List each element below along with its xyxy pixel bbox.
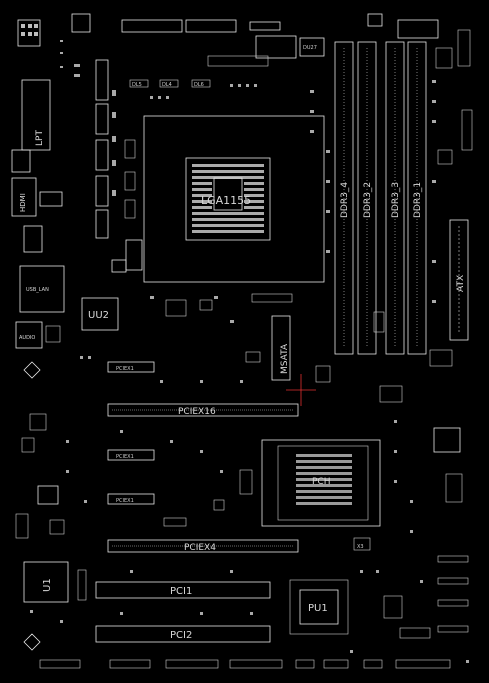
- top-edge-components: DU27 DL5 DL4 DL6: [17, 13, 439, 88]
- ddr3-3-label: DDR3_3: [391, 182, 401, 218]
- cpu-socket-label: LGA1155: [201, 194, 251, 207]
- pciex4-slot[interactable]: PCIEX4: [107, 539, 299, 553]
- ddr3-slot-2[interactable]: DDR3_2: [357, 41, 377, 355]
- uu2-label: UU2: [88, 310, 109, 321]
- pciex4-label: PCIEX4: [184, 543, 216, 553]
- msata-label: MSATA: [280, 343, 290, 374]
- usb-lan-label: USB_LAN: [26, 287, 49, 293]
- pciex16-label: PCIEX16: [178, 407, 216, 417]
- svg-text:DL6: DL6: [194, 82, 204, 88]
- vrm-components: [95, 59, 143, 273]
- pciex1-top-label: PCIEX1: [116, 366, 134, 372]
- smd-pads: [30, 40, 469, 663]
- pci1-slot[interactable]: PCI1: [95, 581, 271, 599]
- lpt-label: LPT: [35, 130, 45, 146]
- svg-text:DL5: DL5: [132, 82, 142, 88]
- svg-text:DL4: DL4: [162, 82, 172, 88]
- cpu-socket[interactable]: LGA1155: [143, 115, 325, 283]
- pu1-label: PU1: [308, 603, 328, 614]
- ddr3-slot-3[interactable]: DDR3_3: [385, 41, 405, 355]
- ddr3-1-label: DDR3_1: [413, 182, 423, 218]
- pci2-slot[interactable]: PCI2: [95, 625, 271, 643]
- atx-label: ATX: [456, 275, 466, 292]
- uu2-chip[interactable]: UU2: [81, 297, 119, 331]
- rear-io-connectors: LPT HDMI USB_LAN AUDIO: [11, 79, 65, 349]
- pciex16-slot[interactable]: PCIEX16: [107, 403, 299, 417]
- x3-label: X3: [357, 544, 364, 550]
- audio-label: AUDIO: [19, 335, 35, 341]
- right-edge-components: [429, 29, 473, 633]
- ddr3-4-label: DDR3_4: [340, 182, 350, 218]
- pch-chip[interactable]: PCH X3: [261, 439, 381, 551]
- pciex1-bottom-label: PCIEX1: [116, 498, 134, 504]
- ddr3-2-label: DDR3_2: [363, 182, 373, 218]
- u1-label: U1: [42, 578, 53, 592]
- crosshair-cursor-icon: [286, 374, 316, 406]
- pciex1-middle-label: PCIEX1: [116, 454, 134, 460]
- pu1-chip[interactable]: PU1: [289, 579, 349, 635]
- msata-slot[interactable]: MSATA: [245, 315, 331, 383]
- hdmi-label: HDMI: [19, 193, 27, 212]
- pci2-label: PCI2: [170, 630, 192, 641]
- pch-label: PCH: [312, 477, 330, 487]
- ddr3-slot-1[interactable]: DDR3_1: [407, 41, 427, 355]
- pciex1-slot-bottom[interactable]: PCIEX1: [107, 493, 155, 505]
- left-misc-components: [15, 293, 451, 669]
- u1-chip[interactable]: U1: [23, 561, 69, 603]
- svg-text:DU27: DU27: [303, 45, 317, 51]
- atx-power-connector[interactable]: ATX: [449, 219, 469, 341]
- ddr3-slot-4[interactable]: DDR3_4: [334, 41, 354, 355]
- pci1-label: PCI1: [170, 586, 192, 597]
- pciex1-slot-top[interactable]: PCIEX1: [107, 361, 155, 373]
- pciex1-slot-middle[interactable]: PCIEX1: [107, 449, 155, 461]
